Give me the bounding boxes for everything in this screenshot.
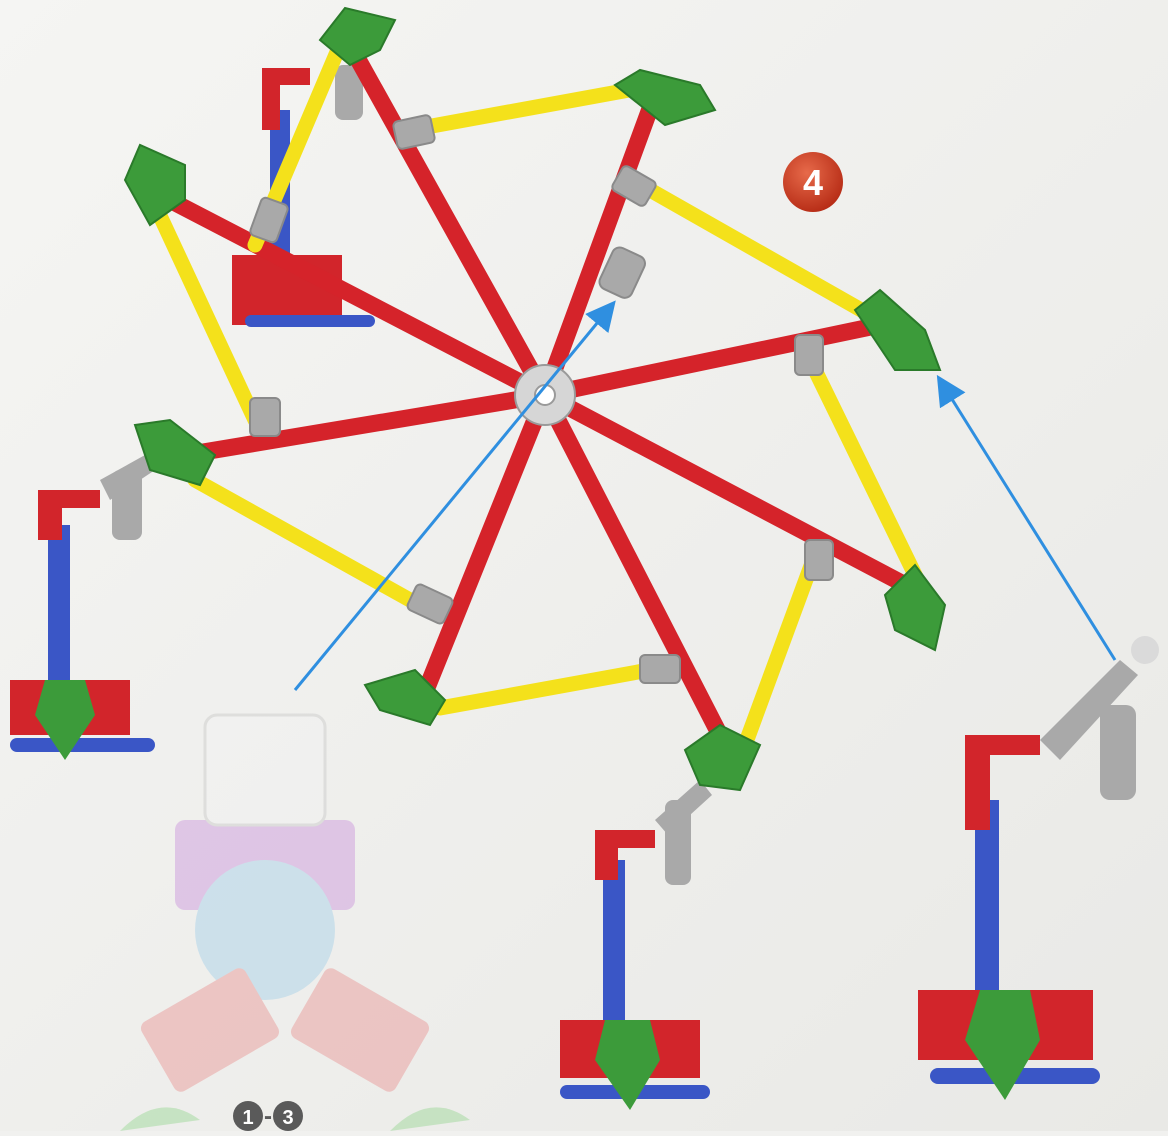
hub <box>515 365 575 425</box>
previous-step-end: 3 <box>282 1107 293 1129</box>
step-badge: 4 <box>783 152 843 212</box>
previous-steps-indicator: 1 - 3 <box>233 1101 303 1131</box>
clip <box>795 335 823 375</box>
clip <box>250 398 280 436</box>
clip <box>805 540 833 580</box>
previous-step-separator: - <box>264 1103 272 1130</box>
clip <box>640 655 680 683</box>
step-number: 4 <box>803 162 823 203</box>
previous-step-start: 1 <box>242 1107 253 1129</box>
